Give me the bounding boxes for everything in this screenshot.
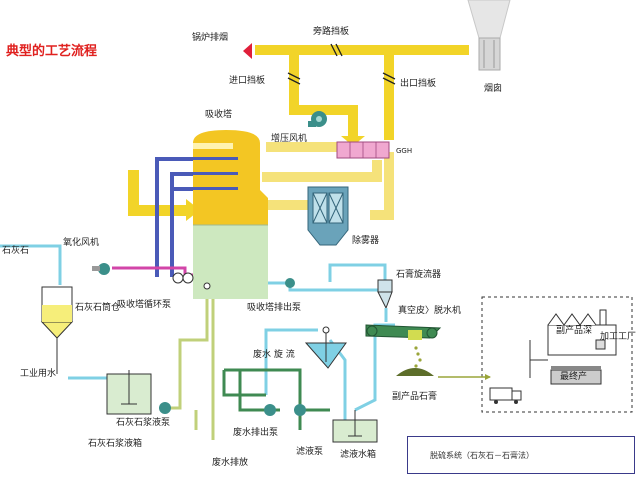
outlet-damper-label: 出口挡板 <box>400 79 437 89</box>
absorber-label: 吸收塔 <box>205 110 233 120</box>
byproduct-section <box>438 296 633 413</box>
processing-label: 加工工厂 <box>600 332 637 342</box>
page-title: 典型的工艺流程 <box>6 44 98 59</box>
filtrate-pump-label: 滤液泵 <box>296 447 324 457</box>
limestone-label: 石灰石 <box>2 246 30 256</box>
vacuum-belt-filter-icon <box>365 324 442 340</box>
factory-icon <box>547 309 617 356</box>
bypass-damper-label: 旁路挡板 <box>313 27 350 37</box>
limestone-slurry-pump-icon <box>159 402 171 414</box>
absorber-tower <box>193 130 268 299</box>
flue-gas-ducts <box>128 43 469 221</box>
byproduct-gypsum-label: 副产品石膏 <box>392 392 438 402</box>
inlet-damper-label: 进口挡板 <box>229 76 266 86</box>
limestone-silo-icon <box>40 286 74 374</box>
gypsum-cyclone-label: 石膏旋流器 <box>396 270 442 280</box>
wastewater-pump-label: 废水排出泵 <box>233 428 279 438</box>
demister-unit <box>307 186 349 246</box>
slurry-lines <box>170 299 215 440</box>
absorber-circulation-pump-icon <box>172 272 194 284</box>
final-product-pile-icon <box>550 366 602 385</box>
wastewater-discharge-pump-icon <box>203 282 211 290</box>
oxidation-fan-icon <box>92 263 110 275</box>
limestone-silo-label: 石灰石筒仓 <box>75 303 121 313</box>
final-product-label: 最终产 <box>560 372 588 382</box>
chimney-icon <box>467 0 511 71</box>
limestone-slurry-pump-label: 石灰石浆液泵 <box>116 418 171 428</box>
filtrate-tank-icon <box>332 410 378 443</box>
byproduct-gypsum-pile-icon <box>396 346 434 376</box>
absorber-circ-pump-label: 吸收塔循环泵 <box>117 300 172 310</box>
filtrate-tank-label: 滤液水箱 <box>340 450 377 460</box>
wastewater-discharge-label: 废水排放 <box>212 458 249 468</box>
limestone-slurry-tank-icon <box>106 370 152 415</box>
wastewater-lines <box>222 368 330 430</box>
vacuum-dewatering-label: 真空皮〉脱水机 <box>398 306 462 316</box>
absorber-discharge-pump-icon <box>285 278 295 288</box>
footer-note: 脱硫系统（石灰石－石膏法） <box>430 451 534 460</box>
damper-icon <box>287 43 396 85</box>
booster-fan-icon <box>308 111 327 127</box>
spray-headers <box>155 157 238 277</box>
absorber-discharge-line <box>268 281 378 292</box>
byproduct-storage-label: 副产品深 <box>556 326 593 336</box>
pump-icon <box>264 404 306 416</box>
oxidation-fan-label: 氧化风机 <box>63 238 100 248</box>
booster-fan-label: 增压风机 <box>271 134 308 144</box>
demister-label: 除雾器 <box>352 236 380 246</box>
ggh-label: GGH <box>396 147 413 155</box>
wastewater-clarifier-icon <box>304 326 347 369</box>
limestone-slurry-tank-label: 石灰石浆液箱 <box>88 439 143 449</box>
chimney-label: 烟囱 <box>484 84 503 94</box>
inlet-arrow-icon <box>243 43 252 59</box>
absorber-discharge-pump-label: 吸收塔排出泵 <box>247 303 302 313</box>
boiler-flue-gas-label: 锅炉排烟 <box>192 33 229 43</box>
truck-icon <box>489 387 522 404</box>
gypsum-cyclone-icon <box>377 279 393 322</box>
wastewater-cyclone-label: 废水 旋 流 <box>253 350 295 360</box>
footer-note-box: 脱硫系统（石灰石－石膏法） <box>407 436 635 474</box>
industrial-water-label: 工业用水 <box>20 369 57 379</box>
